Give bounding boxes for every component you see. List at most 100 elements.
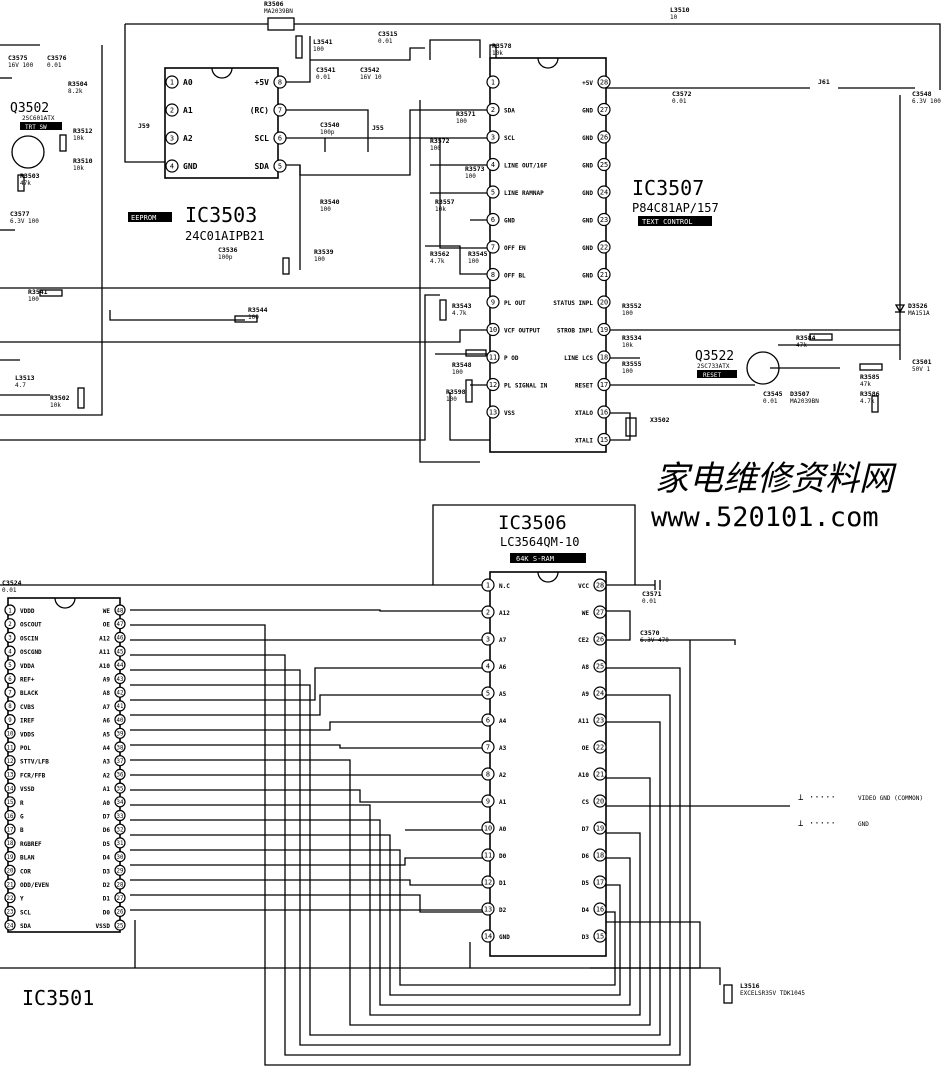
ic3507-pin-label: LINE LCS (564, 355, 593, 362)
ic3501-pin-circle (4, 618, 16, 630)
ic3501-pin-number: 19 (7, 855, 14, 861)
ic3503-pin-number: 5 (278, 163, 282, 171)
ic3507-pin-circle (597, 102, 611, 117)
ic3501-pin-number: 18 (7, 841, 14, 847)
ic3501-pin-label: RGBREF (20, 841, 42, 848)
ic3501-pin-number: 9 (8, 718, 12, 724)
ic3507-pin-number: 5 (491, 189, 495, 197)
ic3507-pin-circle (597, 185, 611, 199)
ic3506-pin-label: D5 (582, 880, 590, 887)
component-ref: J55 (372, 124, 384, 132)
ic3507-pin-number: 10 (489, 326, 497, 334)
ic3501-pin-circle (4, 905, 16, 918)
watermark-url: www.520101.com (651, 502, 879, 533)
ic3506-pin-number: 18 (596, 852, 604, 860)
ic3507-pin-circle (597, 75, 611, 89)
ic3507-pin-label: GND (582, 163, 593, 170)
ic3506-pin-label: A5 (499, 691, 507, 698)
ic3501-pin-label: SDA (20, 923, 31, 930)
ic3501-pin-number: 47 (117, 622, 124, 628)
ic3506-pin-circle (593, 848, 607, 862)
ic3506-pin-number: 6 (486, 717, 490, 725)
ic3503-pin-circle (165, 131, 179, 145)
ic3501-pin-label: Y (20, 896, 24, 903)
ic3503-pin-label: SDA (255, 162, 270, 171)
ic3501-pin-circle (4, 809, 16, 822)
ic3503-pin-circle (273, 75, 287, 89)
ic3501-pin-label: WE (103, 608, 111, 615)
ic3501-pin-number: 16 (7, 814, 14, 820)
q3502-ref: Q3502 (10, 101, 49, 116)
ic3507-pin-circle (486, 322, 500, 337)
ic3507-pin-circle (486, 240, 500, 254)
component-value: 10k (73, 165, 84, 172)
ic3506-pin-circle (481, 632, 495, 646)
ic3501-pin-number: 23 (7, 910, 14, 916)
component-value: EXCELSR35V TDK1045 (740, 990, 805, 997)
ic3506-pin-circle (593, 686, 607, 700)
ic3507-pin-label: VSS (504, 410, 515, 417)
ic3507-pin-number: 16 (600, 409, 608, 417)
ic3503-pin-circle (273, 159, 287, 173)
q3502-tag-bg (20, 122, 62, 130)
ic3507-pin-number: 22 (600, 244, 608, 252)
ic3507-pin-number: 6 (491, 216, 495, 224)
component-value: 0.01 (378, 38, 393, 45)
watermark-cn: 家电维修资料网 (655, 459, 897, 499)
component-ref: C3572 (672, 90, 692, 98)
ic3507-pin-number: 4 (491, 161, 495, 169)
ic3507-pin-label: OFF EN (504, 245, 526, 252)
ic3506-pin-number: 1 (486, 582, 490, 590)
ic3506-pin-label: A12 (499, 610, 510, 617)
ic3506-pin-label: A7 (499, 637, 507, 644)
ic3506-pin-circle (593, 713, 607, 727)
ic3506-pin-number: 24 (596, 690, 604, 698)
ic3501-pin-number: 8 (8, 704, 12, 710)
ic3501-pin-circle (114, 823, 126, 835)
ic3501-pin-label: D0 (103, 909, 111, 916)
component-value: 100 (28, 296, 39, 303)
ic3501-pin-circle (114, 604, 126, 616)
ic3506-pin-circle (593, 929, 607, 943)
ic3506-pin-label: CE2 (578, 637, 589, 644)
ic3501-pin-label: A3 (103, 759, 111, 766)
passive-components (11, 17, 906, 1004)
transistors: Q3502 2SC601ATX TRT SW Q3522 2SC733ATX R… (10, 101, 737, 379)
component-ref: J59 (138, 122, 150, 130)
ic3507-pin-number: 25 (600, 161, 608, 169)
ic3501-pin-circle (4, 713, 16, 726)
component-value: 0.01 (316, 74, 331, 81)
legend-gnd: GND (858, 821, 869, 828)
ic3507-pin-number: 19 (600, 326, 608, 334)
ic3503-ref: IC3503 (185, 203, 257, 227)
ic3501-pin-label: SCL (20, 909, 31, 916)
